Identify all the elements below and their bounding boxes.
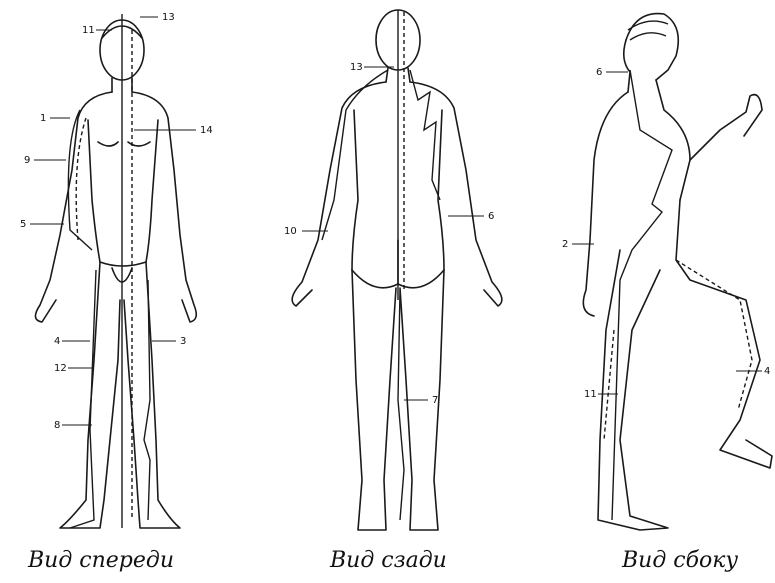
front-label-4: 4 xyxy=(54,336,60,347)
side-view-figure xyxy=(583,14,772,530)
back-label-13: 13 xyxy=(350,62,363,73)
front-label-13: 13 xyxy=(162,12,175,23)
front-leg-meridian xyxy=(70,270,96,528)
front-label-14: 14 xyxy=(200,125,213,136)
front-right-leg-meridian xyxy=(144,280,150,520)
side-label-6: 6 xyxy=(596,67,602,78)
back-label-6: 6 xyxy=(488,211,494,222)
front-label-1: 1 xyxy=(40,113,46,124)
front-label-8: 8 xyxy=(54,420,60,431)
caption-back-view: Вид сзади xyxy=(330,548,447,573)
caption-side-view: Вид сбоку xyxy=(622,548,738,573)
front-label-12: 12 xyxy=(54,363,67,374)
back-view-figure xyxy=(292,10,502,530)
side-leg-dashed xyxy=(676,260,752,410)
front-label-3: 3 xyxy=(180,336,186,347)
back-label-10: 10 xyxy=(284,226,297,237)
back-left-meridian xyxy=(322,70,388,240)
side-label-11: 11 xyxy=(584,389,597,400)
side-label-4: 4 xyxy=(764,366,770,377)
front-view-figure xyxy=(35,20,196,528)
front-label-9: 9 xyxy=(24,155,30,166)
front-arm-dashed xyxy=(76,118,86,240)
side-label-2: 2 xyxy=(562,239,568,250)
front-label-5: 5 xyxy=(20,219,26,230)
back-label-7: 7 xyxy=(432,395,438,406)
caption-front-view: Вид спереди xyxy=(28,548,174,573)
back-leaders xyxy=(302,67,484,400)
front-label-11: 11 xyxy=(82,25,95,36)
side-meridians xyxy=(604,21,752,520)
back-meridians xyxy=(322,10,440,520)
